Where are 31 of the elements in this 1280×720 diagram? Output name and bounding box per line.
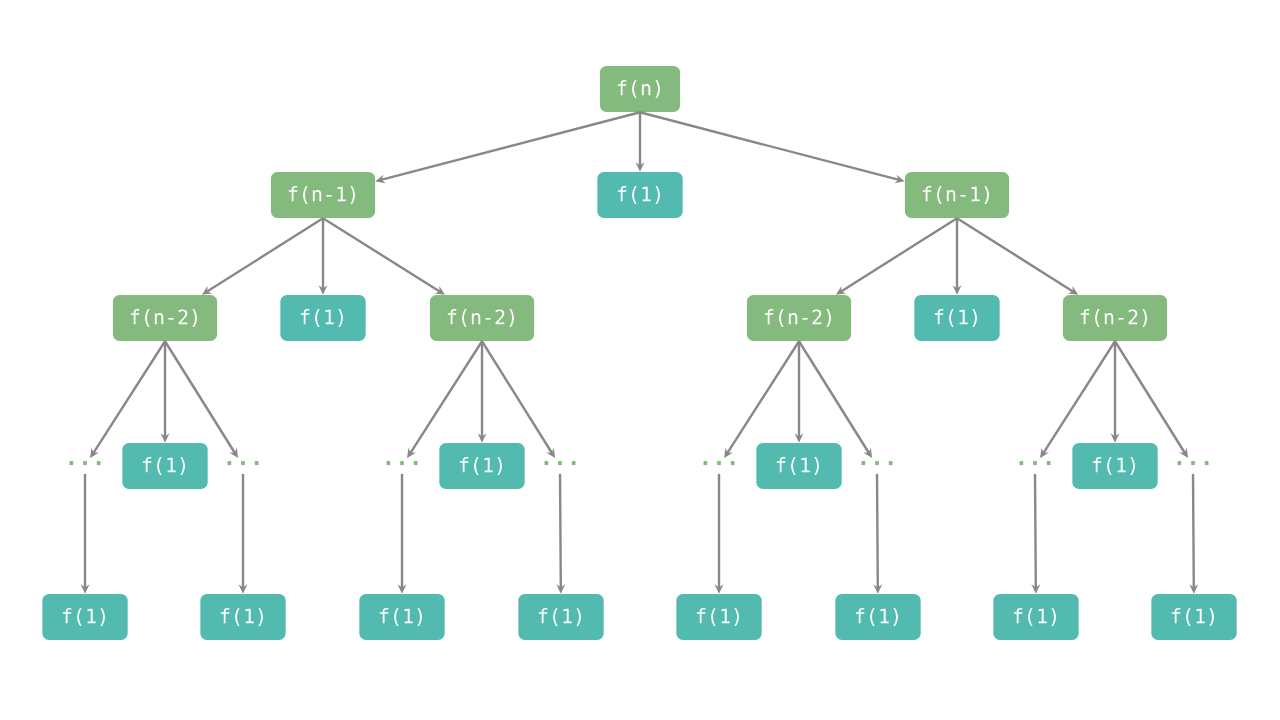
base-case-box: f(1): [597, 172, 683, 218]
base-case-box: f(1): [993, 594, 1079, 640]
ellipsis-text: ···: [1177, 461, 1209, 466]
ellipsis-text: ···: [386, 461, 418, 466]
ellipsis-text: ···: [544, 461, 576, 466]
arrow: [322, 217, 445, 295]
recursive-call-box: f(n): [599, 66, 681, 112]
ellipsis-text: ···: [69, 461, 101, 466]
base-case-box: f(1): [1151, 594, 1237, 640]
base-case-box: f(1): [914, 295, 1000, 341]
base-case-box: f(1): [835, 594, 921, 640]
recursive-call-box: f(n-2): [746, 295, 852, 341]
base-case-box: f(1): [280, 295, 366, 341]
ellipsis-text: ···: [1019, 461, 1051, 466]
ellipsis-text: ···: [703, 461, 735, 466]
recursive-call-box: f(n-2): [1062, 295, 1168, 341]
recursive-call-box: f(n-2): [429, 295, 535, 341]
base-case-box: f(1): [518, 594, 604, 640]
base-case-box: f(1): [200, 594, 286, 640]
base-case-box: f(1): [676, 594, 762, 640]
base-case-box: f(1): [1072, 443, 1158, 489]
base-case-box: f(1): [756, 443, 842, 489]
ellipsis-text: ···: [227, 461, 259, 466]
base-case-box: f(1): [42, 594, 128, 640]
base-case-box: f(1): [359, 594, 445, 640]
recursive-call-box: f(n-1): [270, 172, 376, 218]
ellipsis-text: ···: [861, 461, 893, 466]
recursive-call-box: f(n-2): [112, 295, 218, 341]
base-case-box: f(1): [439, 443, 525, 489]
base-case-box: f(1): [122, 443, 208, 489]
recursive-call-box: f(n-1): [904, 172, 1010, 218]
